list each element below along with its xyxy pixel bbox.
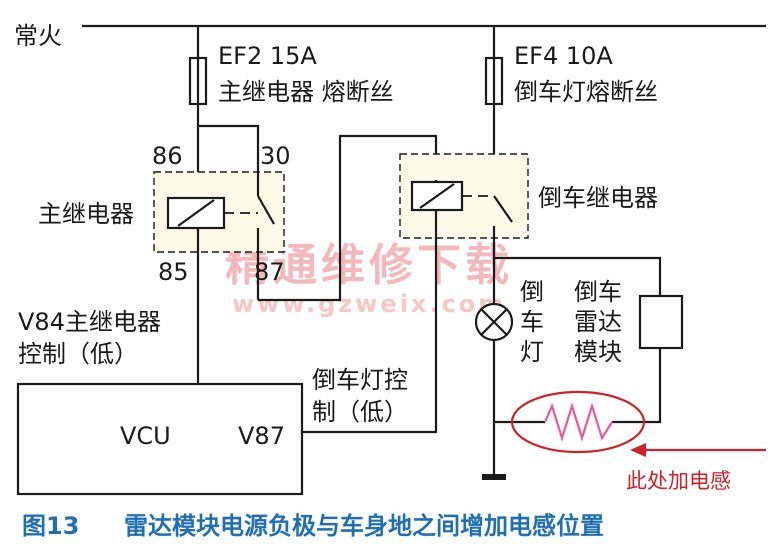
inductor-note: 此处加电感 [626, 469, 731, 493]
vcu-label: VCU [120, 422, 171, 450]
radar-label-3: 模块 [574, 338, 622, 366]
fuse1-rating: EF2 15A [218, 42, 317, 70]
inductor-highlight [510, 390, 646, 454]
wire-87-to-reverse-relay [258, 134, 438, 302]
caption-text: 雷达模块电源负极与车身地之间增加电感位置 [124, 512, 604, 540]
power-label: 常火 [14, 22, 62, 50]
pin30-label: 30 [260, 142, 291, 170]
reverse-relay-coil-diagonal [419, 183, 455, 209]
inductor-symbol [543, 402, 613, 442]
rev-ctrl-line1: 倒车灯控 [312, 366, 408, 394]
radar-module-box [638, 294, 684, 350]
main-relay-switch [257, 195, 275, 225]
lamp-label-2: 车 [520, 308, 544, 336]
fuse1-name: 主继电器 熔断丝 [218, 78, 394, 106]
lamp-cross-2 [480, 308, 508, 336]
pin86-label: 86 [152, 142, 183, 170]
wire-v87-to-coil [302, 242, 438, 434]
vcu-box [16, 382, 304, 496]
wire-radar-to-inductor [612, 348, 662, 424]
wire-to-radar [494, 256, 662, 296]
watermark-url: www.gzweix.com [232, 290, 506, 318]
annotation-arrow-head [630, 443, 646, 457]
caption-number: 图13 [22, 512, 79, 540]
wire-to-pin30 [198, 124, 260, 172]
radar-label-2: 雷达 [574, 308, 622, 336]
v84-label-line1: V84主继电器 [18, 308, 161, 336]
reverse-relay-label: 倒车继电器 [538, 184, 658, 212]
rev-ctrl-line2: 制（低） [312, 398, 408, 426]
main-relay-coil-diagonal [177, 199, 215, 227]
pin87-label: 87 [254, 258, 285, 286]
fuse2-rating: EF4 10A [514, 42, 613, 70]
main-relay-label: 主继电器 [38, 200, 134, 228]
fuse2-name: 倒车灯熔断丝 [514, 78, 658, 106]
reverse-relay-switch [493, 195, 513, 223]
lamp-label-1: 倒 [520, 278, 544, 306]
radar-label-1: 倒车 [574, 278, 622, 306]
v87-label: V87 [238, 422, 285, 450]
pin85-label: 85 [158, 258, 189, 286]
lamp-label-3: 灯 [520, 338, 544, 366]
v84-label-line2: 控制（低） [18, 340, 138, 368]
ground-symbol [482, 474, 506, 480]
